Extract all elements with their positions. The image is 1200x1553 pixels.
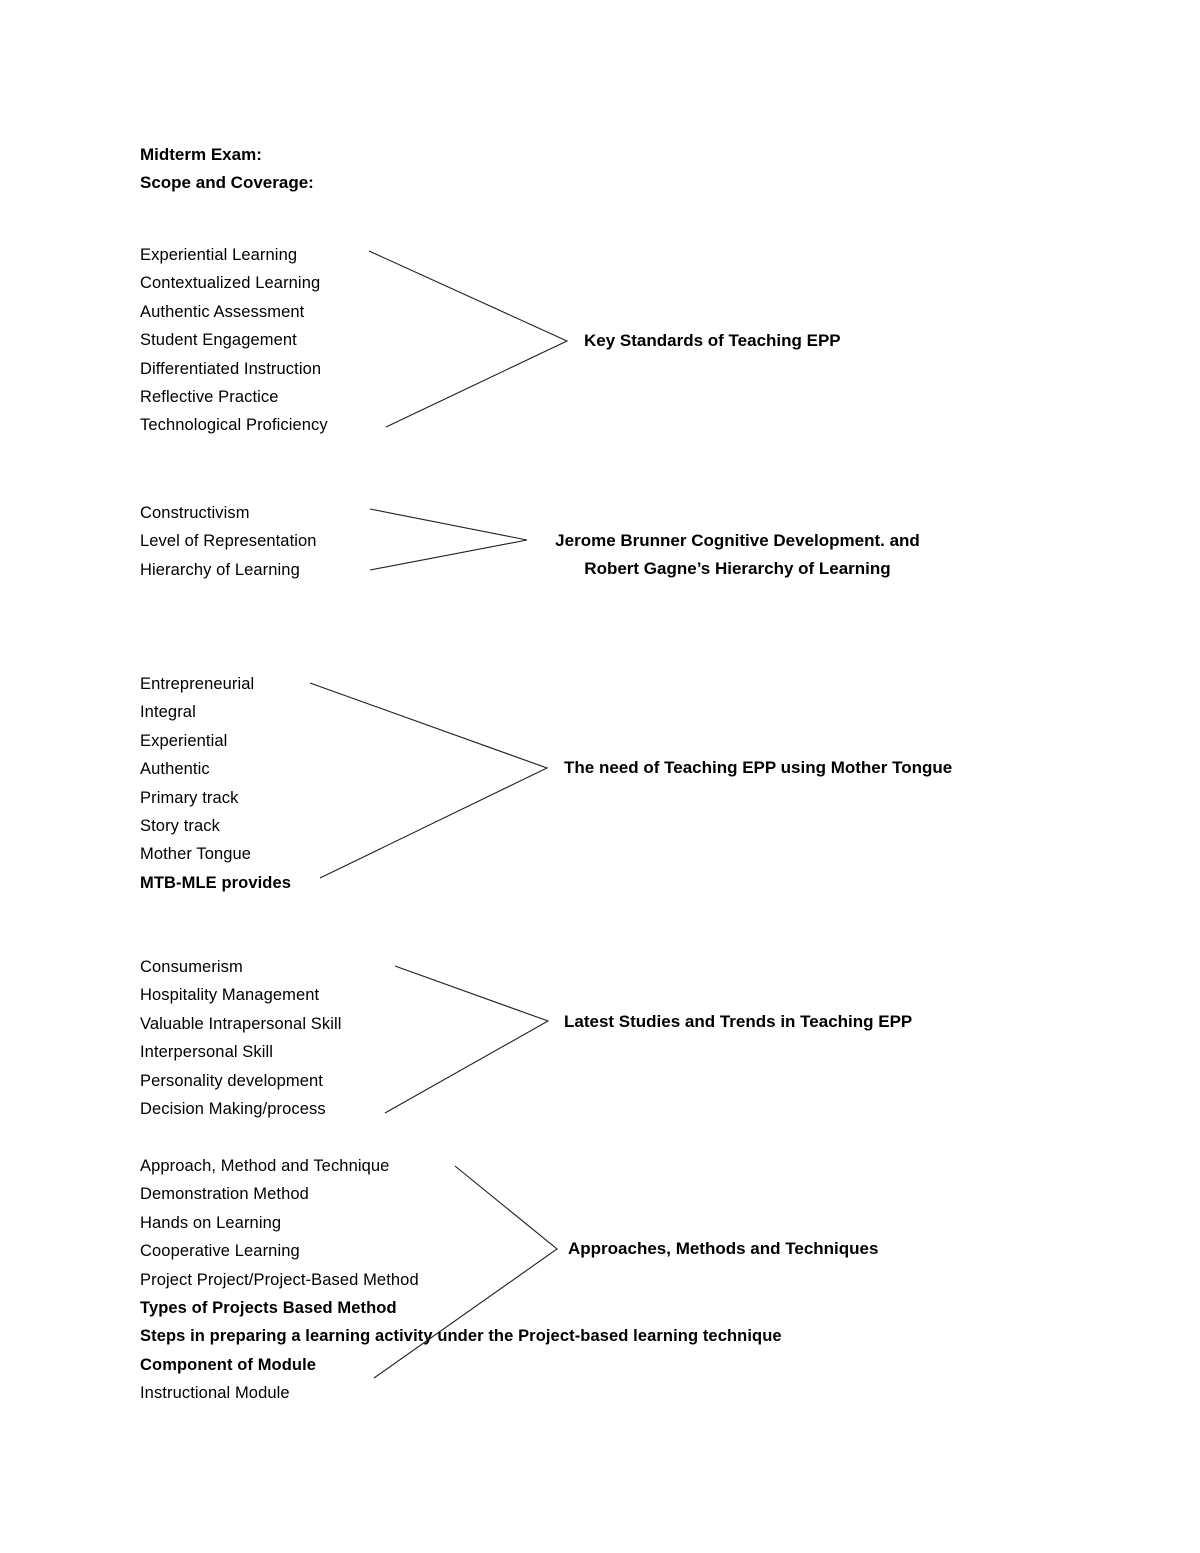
list-item: Component of Module [140, 1355, 317, 1374]
list-item: Hands on Learning [140, 1213, 282, 1232]
list-item: Authentic Assessment [140, 302, 305, 321]
heading-mother-tongue: The need of Teaching EPP using Mother To… [564, 754, 952, 782]
list-item: Entrepreneurial [140, 675, 255, 693]
list-item: Demonstration Method [140, 1185, 309, 1204]
bracket-latest-studies [384, 965, 550, 1114]
topic-list-approaches-methods: Approach, Method and Technique Demonstra… [140, 1152, 782, 1408]
list-item: Level of Representation [140, 532, 317, 551]
list-item: Types of Projects Based Method [140, 1299, 397, 1318]
list-item: Constructivism [140, 504, 250, 522]
list-item: Authentic [140, 760, 210, 779]
topic-list-mother-tongue: Entrepreneurial Integral Experiential Au… [140, 670, 291, 897]
heading-line: Robert Gagne’s Hierarchy of Learning [584, 559, 891, 579]
list-item: Personality development [140, 1071, 323, 1090]
list-item: Experiential Learning [140, 246, 298, 264]
list-item: Student Engagement [140, 331, 297, 350]
heading-latest-studies: Latest Studies and Trends in Teaching EP… [564, 1008, 912, 1036]
list-item: Integral [140, 703, 196, 722]
list-item: Decision Making/process [140, 1100, 326, 1119]
list-item: Interpersonal Skill [140, 1043, 274, 1062]
list-item: Primary track [140, 788, 239, 807]
list-item: Approach, Method and Technique [140, 1157, 390, 1175]
list-item: Steps in preparing a learning activity u… [140, 1327, 782, 1346]
heading-line: Key Standards of Teaching EPP [584, 331, 841, 350]
list-item: Valuable Intrapersonal Skill [140, 1014, 342, 1033]
list-item: Story track [140, 817, 220, 836]
heading-line: Approaches, Methods and Techniques [568, 1239, 879, 1258]
list-item: Cooperative Learning [140, 1242, 300, 1261]
topic-list-latest-studies: Consumerism Hospitality Management Valua… [140, 953, 342, 1123]
title-line-2: Scope and Coverage: [140, 173, 314, 193]
list-item: Experiential [140, 731, 228, 750]
list-item: Contextualized Learning [140, 274, 321, 293]
list-item: Technological Proficiency [140, 416, 328, 435]
heading-approaches-methods: Approaches, Methods and Techniques [568, 1235, 878, 1263]
bracket-key-standards [368, 250, 569, 428]
heading-brunner-gagne: Jerome Brunner Cognitive Development. an… [515, 527, 960, 584]
list-item: Consumerism [140, 958, 243, 976]
heading-key-standards: Key Standards of Teaching EPP [584, 327, 841, 355]
bracket-brunner-gagne [369, 508, 528, 571]
list-item: Hierarchy of Learning [140, 560, 300, 579]
heading-line: Jerome Brunner Cognitive Development. an… [555, 531, 920, 550]
list-item: Hospitality Management [140, 986, 320, 1005]
list-item: Reflective Practice [140, 388, 279, 407]
document-title: Midterm Exam: Scope and Coverage: [140, 141, 314, 198]
bracket-mother-tongue [309, 682, 549, 879]
topic-list-key-standards: Experiential Learning Contextualized Lea… [140, 241, 328, 440]
title-line-1: Midterm Exam: [140, 145, 262, 164]
topic-list-brunner-gagne: Constructivism Level of Representation H… [140, 499, 317, 584]
list-item: Instructional Module [140, 1384, 290, 1403]
heading-line: The need of Teaching EPP using Mother To… [564, 758, 953, 777]
list-item: Mother Tongue [140, 845, 252, 864]
list-item: Project Project/Project-Based Method [140, 1270, 419, 1289]
list-item: Differentiated Instruction [140, 359, 322, 378]
list-item: MTB-MLE provides [140, 873, 292, 892]
heading-line: Latest Studies and Trends in Teaching EP… [564, 1012, 913, 1031]
